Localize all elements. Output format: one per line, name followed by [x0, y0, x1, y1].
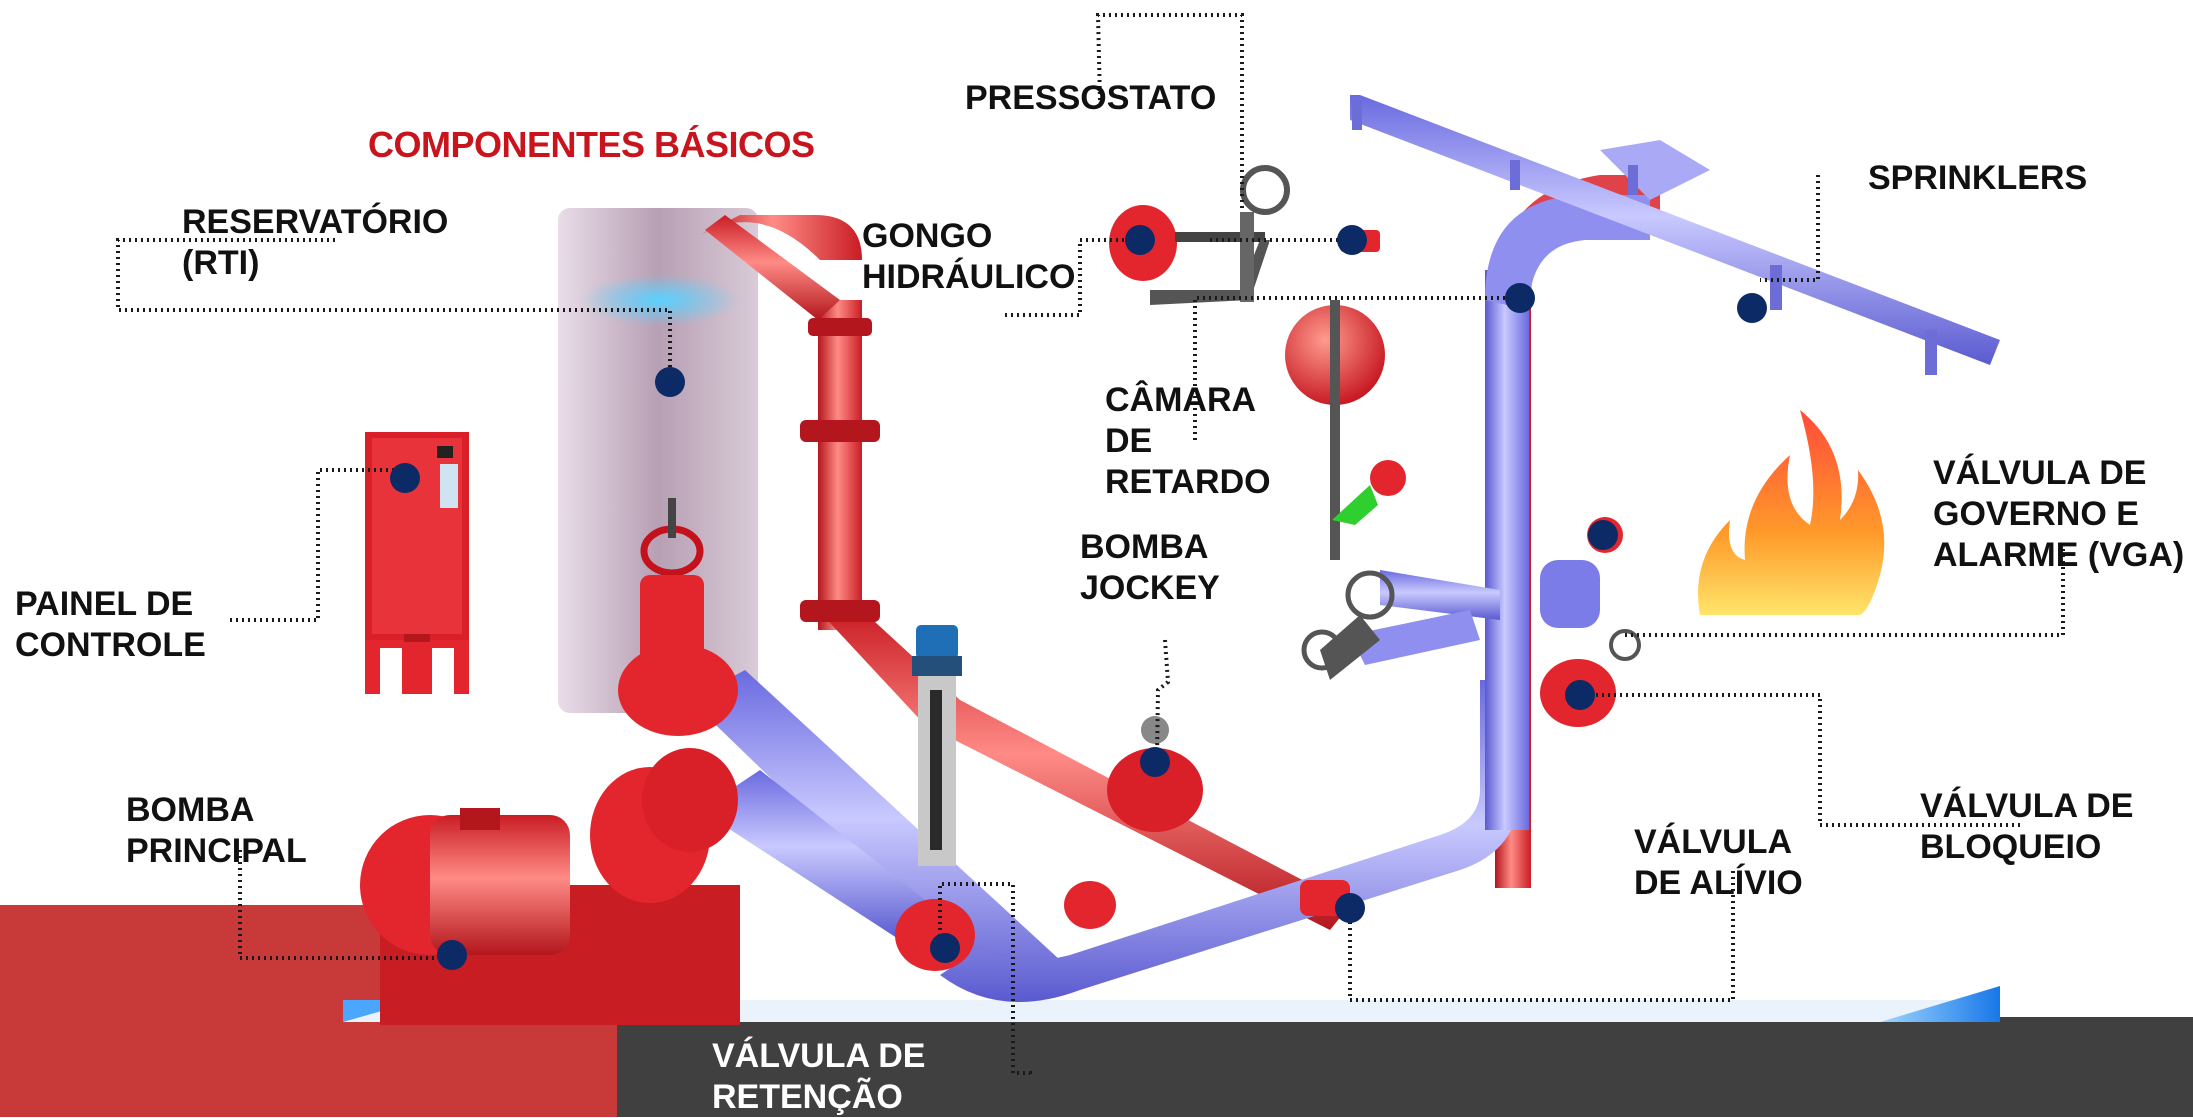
- label-vga: VÁLVULA DE GOVERNO E ALARME (VGA): [1933, 453, 2184, 576]
- label-gongo-line-1: GONGO: [862, 217, 993, 255]
- label-sprinklers: SPRINKLERS: [1868, 158, 2087, 199]
- label-camara: CÂMARA DE RETARDO: [1105, 380, 1271, 503]
- marker-pressostato: [1337, 225, 1367, 255]
- label-reservatorio-line-1: RESERVATÓRIO: [182, 203, 449, 241]
- label-bomba-principal: BOMBA PRINCIPAL: [126, 790, 307, 872]
- marker-painel: [390, 463, 420, 493]
- label-bomba-principal-line-1: BOMBA: [126, 791, 255, 829]
- jockey-pump-unit: [912, 625, 962, 866]
- label-camara-line-1: CÂMARA: [1105, 381, 1257, 419]
- marker-bloqueio: [1565, 680, 1595, 710]
- label-jockey-line-1: BOMBA: [1080, 528, 1209, 566]
- label-pressostato: PRESSOSTATO: [965, 78, 1216, 119]
- marker-alivio: [1335, 893, 1365, 923]
- marker-jockey: [1140, 747, 1170, 777]
- control-panel: [365, 432, 469, 694]
- label-gongo: GONGO HIDRÁULICO: [862, 216, 1075, 298]
- label-bloqueio: VÁLVULA DE BLOQUEIO: [1920, 786, 2133, 868]
- footer-gray-band: [617, 1017, 2193, 1117]
- label-reservatorio: RESERVATÓRIO (RTI): [182, 202, 448, 284]
- label-retencao-line-2: RETENÇÃO: [712, 1078, 903, 1116]
- block-valve-body: [1540, 629, 1641, 727]
- main-gate-valve: [618, 498, 738, 736]
- sprinkler-heads: [1352, 100, 1937, 375]
- label-vga-line-1: VÁLVULA DE: [1933, 454, 2147, 492]
- jockey-valve-body: [1107, 716, 1203, 832]
- leader-lines: [116, 13, 2065, 1075]
- main-pump-unit: [360, 748, 740, 1025]
- label-alivio-line-2: DE ALÍVIO: [1634, 864, 1803, 902]
- label-alivio-line-1: VÁLVULA: [1634, 823, 1793, 861]
- sky-corner: [1880, 986, 2000, 1022]
- marker-camara: [1505, 283, 1535, 313]
- label-painel: PAINEL DE CONTROLE: [15, 584, 206, 666]
- label-bomba-principal-line-2: PRINCIPAL: [126, 832, 307, 870]
- marker-bomba-principal: [437, 940, 467, 970]
- label-jockey-line-2: JOCKEY: [1080, 569, 1220, 607]
- label-alivio: VÁLVULA DE ALÍVIO: [1634, 822, 1803, 904]
- label-sprinklers-line-1: SPRINKLERS: [1868, 159, 2088, 197]
- label-gongo-line-2: HIDRÁULICO: [862, 258, 1076, 296]
- marker-gongo: [1125, 225, 1155, 255]
- fire-icon: [1698, 410, 1885, 615]
- label-painel-line-1: PAINEL DE: [15, 585, 194, 623]
- label-bloqueio-line-2: BLOQUEIO: [1920, 828, 2102, 866]
- marker-sprinklers: [1737, 293, 1767, 323]
- tank-rti: [558, 208, 758, 713]
- marker-retencao: [930, 933, 960, 963]
- label-retencao-line-1: VÁLVULA DE: [712, 1037, 926, 1075]
- marker-vga: [1588, 520, 1618, 550]
- label-camara-line-2: DE: [1105, 422, 1153, 460]
- label-bloqueio-line-1: VÁLVULA DE: [1920, 787, 2134, 825]
- label-pressostato-line-1: PRESSOSTATO: [965, 79, 1217, 117]
- label-painel-line-2: CONTROLE: [15, 626, 206, 664]
- point-markers: [390, 225, 1767, 970]
- marker-reservatorio: [655, 367, 685, 397]
- delay-chamber: [1285, 300, 1406, 560]
- label-jockey: BOMBA JOCKEY: [1080, 527, 1220, 609]
- label-camara-line-3: RETARDO: [1105, 463, 1271, 501]
- label-vga-line-3: ALARME (VGA): [1933, 536, 2185, 574]
- diagram-title: COMPONENTES BÁSICOS: [368, 124, 815, 165]
- label-reservatorio-line-2: (RTI): [182, 244, 260, 282]
- label-retencao: VÁLVULA DE RETENÇÃO: [712, 1036, 925, 1118]
- floor-strip: [343, 1000, 2000, 1022]
- label-vga-line-2: GOVERNO E: [1933, 495, 2139, 533]
